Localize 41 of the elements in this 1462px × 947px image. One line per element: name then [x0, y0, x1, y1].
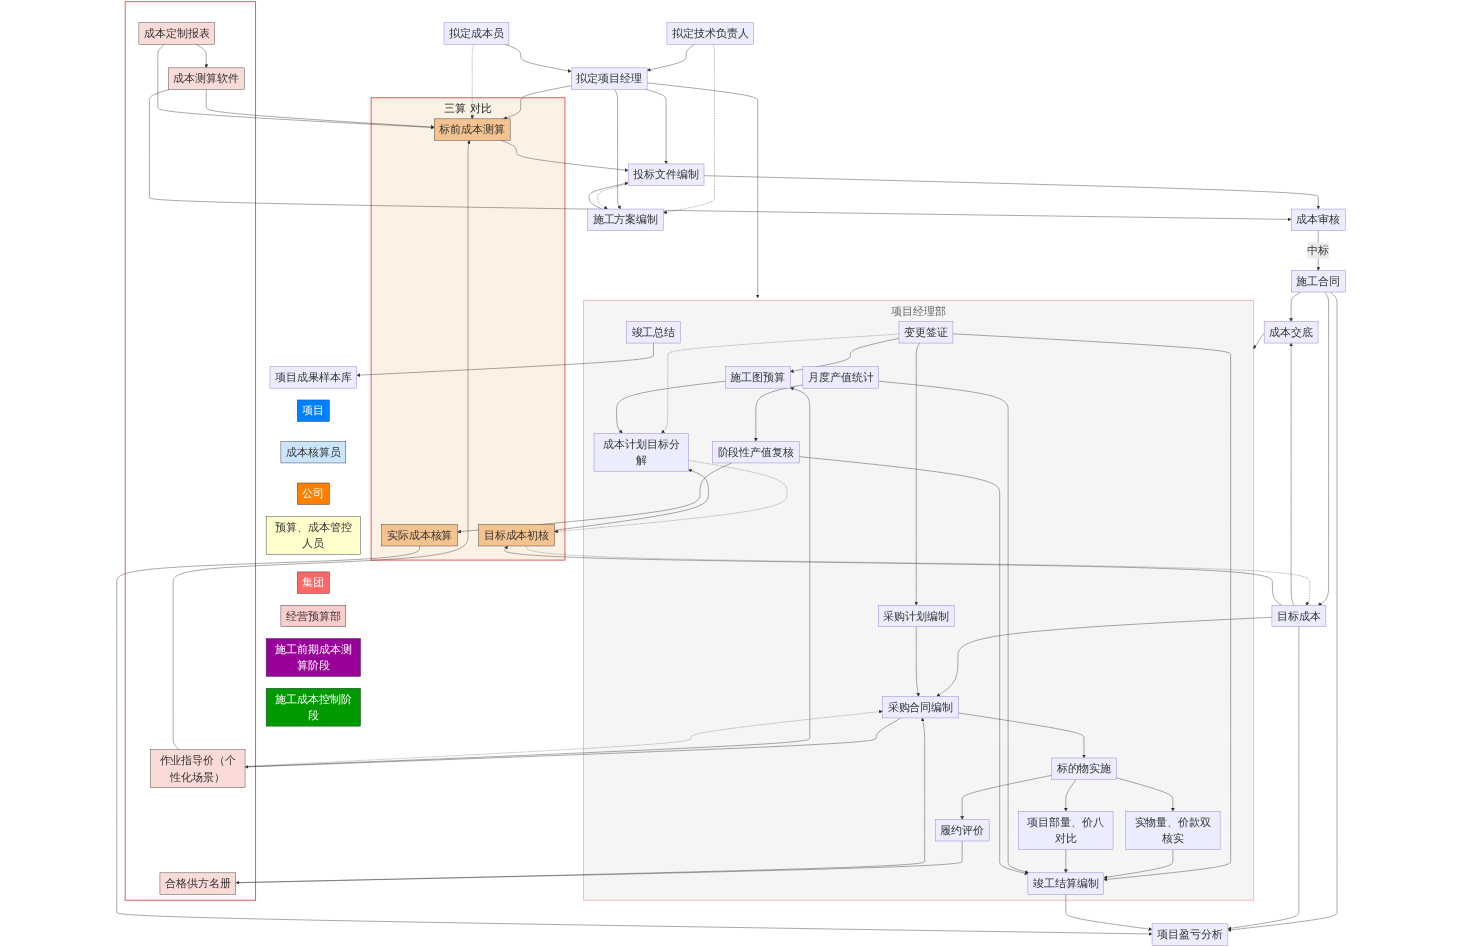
node-box: 竣工总结 [626, 321, 681, 344]
node-box: 施工图预算 [725, 366, 791, 389]
node-box: 目标成本 [1271, 605, 1327, 627]
node-box: 项目 [297, 399, 330, 422]
node-box: 成本交底 [1263, 321, 1319, 344]
node-box: 实际成本核算 [381, 524, 458, 547]
node-box: 项目部量、价八对比 [1018, 811, 1114, 850]
node-box: 标的物实施 [1051, 757, 1117, 780]
node-box: 采购计划编制 [878, 605, 955, 627]
node-box: 竣工结算编制 [1027, 872, 1104, 895]
node-box: 预算、成本管控人员 [265, 516, 361, 555]
node-box: 项目盈亏分析 [1151, 923, 1229, 946]
node-box: 拟定成本员 [443, 22, 510, 45]
node-box: 成本定制报表 [138, 22, 215, 45]
cluster [124, 1, 256, 901]
node-box: 成本核算员 [280, 441, 346, 464]
node-box: 拟定技术负责人 [666, 22, 754, 45]
node-box: 投标文件编制 [627, 163, 705, 186]
node-box: 阶段性产值复核 [712, 441, 800, 464]
node-box: 合格供方名册 [159, 872, 236, 895]
node-box: 拟定项目经理 [571, 67, 648, 90]
node-box: 施工合同 [1291, 270, 1346, 293]
node-box: 项目成果样本库 [269, 366, 357, 389]
node-box: 目标成本初核 [478, 524, 555, 547]
node-box: 成本测算软件 [168, 67, 245, 90]
node-box: 施工前期成本测算阶段 [265, 638, 361, 677]
node-box: 成本计划目标分解 [593, 433, 689, 472]
node-box: 成本审核 [1291, 208, 1346, 231]
node-box: 采购合同编制 [882, 696, 959, 719]
node-box: 变更签证 [898, 321, 954, 344]
node-box: 经营预算部 [280, 605, 346, 627]
node-box: 集团 [297, 571, 330, 594]
node-box: 月度产值统计 [802, 366, 879, 389]
node-box: 公司 [297, 482, 330, 505]
node-box: 标前成本测算 [434, 118, 511, 141]
node-box: 实物量、价款双核实 [1125, 811, 1221, 850]
node-box: 施工成本控制阶段 [265, 688, 361, 727]
node-box: 作业指导价（个性化场景） [150, 749, 246, 788]
node-box: 施工方案编制 [587, 208, 664, 231]
node-box: 履约评价 [935, 819, 990, 842]
edge-label: 中标 [1307, 244, 1330, 257]
